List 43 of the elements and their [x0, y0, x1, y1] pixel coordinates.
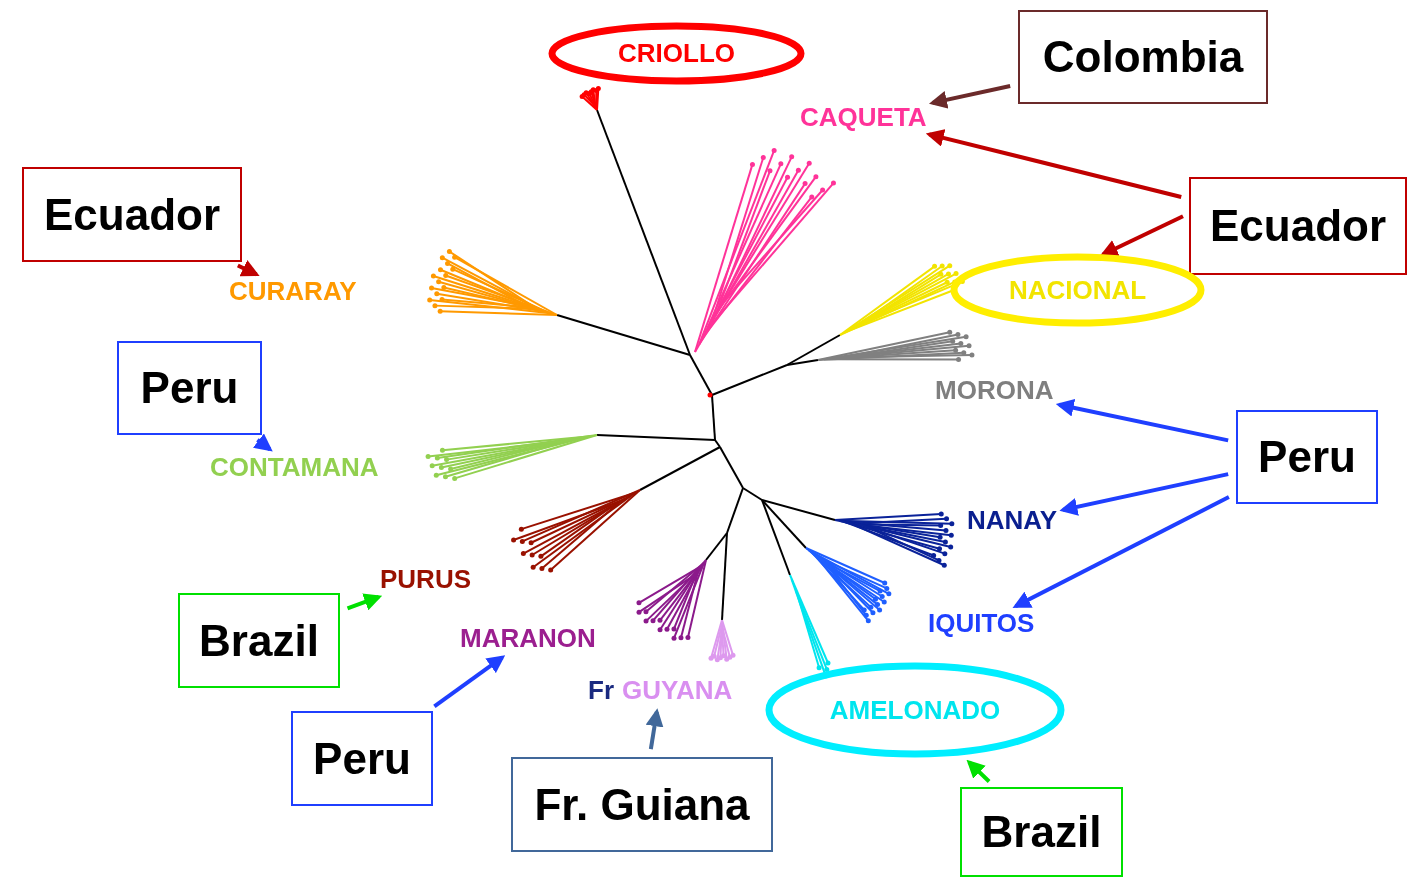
arrow — [433, 655, 506, 708]
arrow — [966, 759, 991, 783]
clade-label: CONTAMANA — [210, 452, 379, 482]
country-box — [117, 341, 262, 435]
arrow — [1012, 495, 1230, 609]
country-box — [511, 757, 773, 852]
country-box — [22, 167, 242, 262]
arrow — [1055, 398, 1229, 443]
arrow — [236, 260, 260, 277]
country-label: Peru — [140, 363, 239, 413]
clade-label: NACIONAL — [1008, 274, 1147, 306]
clade-label: CRIOLLO — [618, 38, 735, 69]
clade-label: CAQUETA — [800, 102, 927, 132]
clade-label: GUYANA — [622, 675, 733, 705]
prefix-label: Fr — [588, 675, 614, 705]
country-label: Peru — [1258, 432, 1356, 482]
clade-label: CURARAY — [229, 276, 357, 306]
country-label: Ecuador — [1209, 201, 1386, 251]
clade-label: MARANON — [460, 623, 596, 653]
country-box — [291, 711, 433, 806]
arrow — [925, 129, 1182, 199]
country-label: Peru — [313, 733, 411, 784]
country-box — [178, 593, 340, 688]
country-label: Colombia — [1042, 32, 1244, 82]
country-box — [960, 787, 1123, 877]
arrow — [1059, 472, 1229, 516]
clade-label: MORONA — [935, 375, 1054, 405]
clade-label: AMELONADO — [829, 694, 1001, 726]
country-label: Ecuador — [43, 189, 220, 240]
clade-label: PURUS — [380, 564, 471, 594]
clade-label: NANAY — [967, 505, 1058, 535]
arrow — [928, 84, 1011, 109]
country-box — [1189, 177, 1407, 275]
arrow — [253, 433, 273, 452]
country-box — [1236, 410, 1378, 504]
country-label: Brazil — [981, 807, 1102, 857]
country-box — [1018, 10, 1268, 104]
country-label: Fr. Guiana — [534, 779, 750, 830]
arrow — [346, 593, 383, 611]
arrow — [645, 708, 664, 750]
clade-label: IQUITOS — [928, 608, 1035, 638]
country-label: Brazil — [199, 615, 319, 666]
arrow — [1099, 214, 1184, 257]
